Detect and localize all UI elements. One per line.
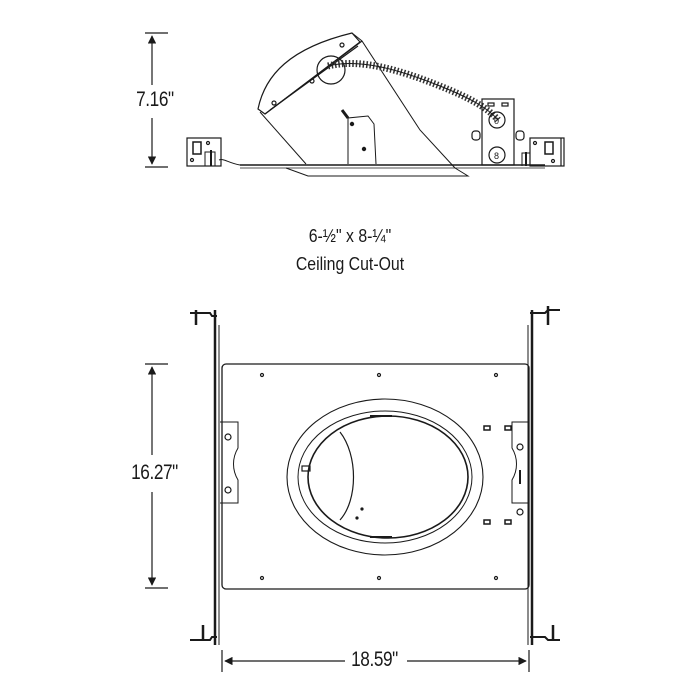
- side-height-label: 7.16": [134, 88, 176, 112]
- side-view: 0 8: [145, 32, 565, 177]
- top-width-dimension-line: [221, 650, 530, 672]
- cutout-size: 6-½" x 8-¼": [308, 226, 392, 246]
- left-bar-hanger: [190, 310, 239, 645]
- right-bar-hanger: [511, 306, 560, 645]
- top-height-label: 16.27": [129, 461, 180, 485]
- cutout-label: Ceiling Cut-Out: [295, 254, 405, 274]
- top-height-dimension-line: [145, 363, 168, 589]
- top-width-label: 18.59": [349, 648, 400, 672]
- top-view: [145, 306, 560, 672]
- side-height-dimension-line: [145, 32, 168, 168]
- svg-text:8: 8: [494, 151, 499, 161]
- svg-text:0: 0: [494, 116, 499, 126]
